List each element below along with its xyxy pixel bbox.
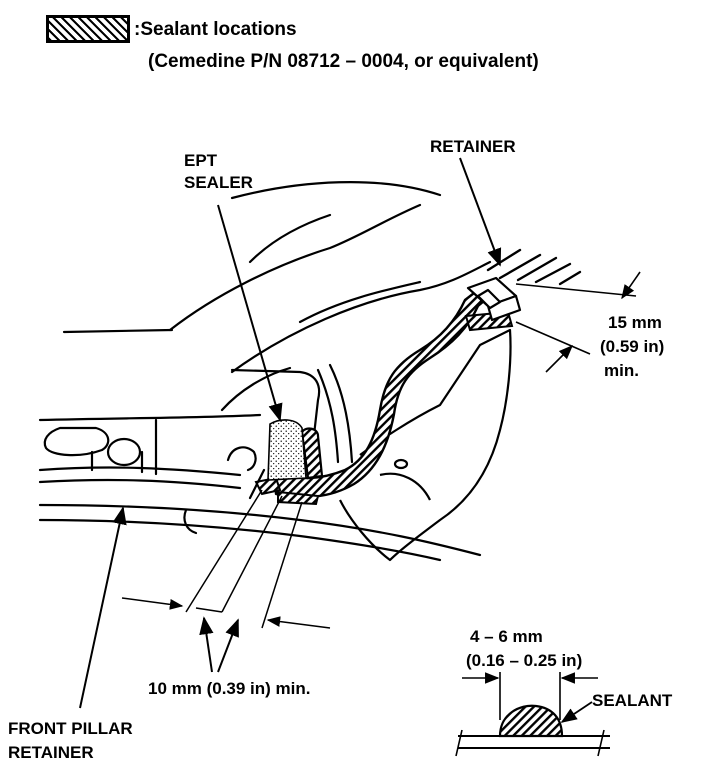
overlap-inch-label: (0.59 in) [600,337,665,356]
leader-lines [79,157,502,709]
ept-sealer-leader [217,204,283,422]
roof-body-lines [62,181,492,464]
bead-width-inch-label: (0.16 – 0.25 in) [466,651,583,670]
overlap-min-label: min. [604,361,639,380]
front-pillar-label-line2: RETAINER [8,743,94,762]
retainer-label: RETAINER [430,137,516,156]
spacing-dimension [121,489,331,629]
overlap-dimension [515,271,641,373]
overlap-value-label: 15 mm [608,313,662,332]
ept-sealer-block [267,419,307,481]
retainer-leader [459,157,502,267]
legend-subtitle: (Cemedine P/N 08712 – 0004, or equivalen… [148,51,539,72]
spacing-label: 10 mm (0.39 in) min. [148,679,311,698]
retainer-clip [466,276,522,322]
spacing-label-leader-right [217,618,239,673]
front-pillar-body [38,368,482,562]
bead-width-mm-label: 4 – 6 mm [470,627,543,646]
legend-title: :Sealant locations [134,19,297,40]
ept-sealer-label-line2: SEALER [184,173,253,192]
retainer-trim-lines [486,248,582,286]
sealant-label: SEALANT [592,691,673,710]
bead-detail [455,672,610,757]
legend-hatch-swatch-icon [46,15,130,43]
front-pillar-label-line1: FRONT PILLAR [8,719,133,738]
front-pillar-leader [79,506,127,709]
sealant-bead-icon [498,704,564,738]
spacing-label-leader-left [199,616,214,673]
bracket-plate [339,328,512,562]
ept-sealer-label-line1: EPT [184,151,218,170]
